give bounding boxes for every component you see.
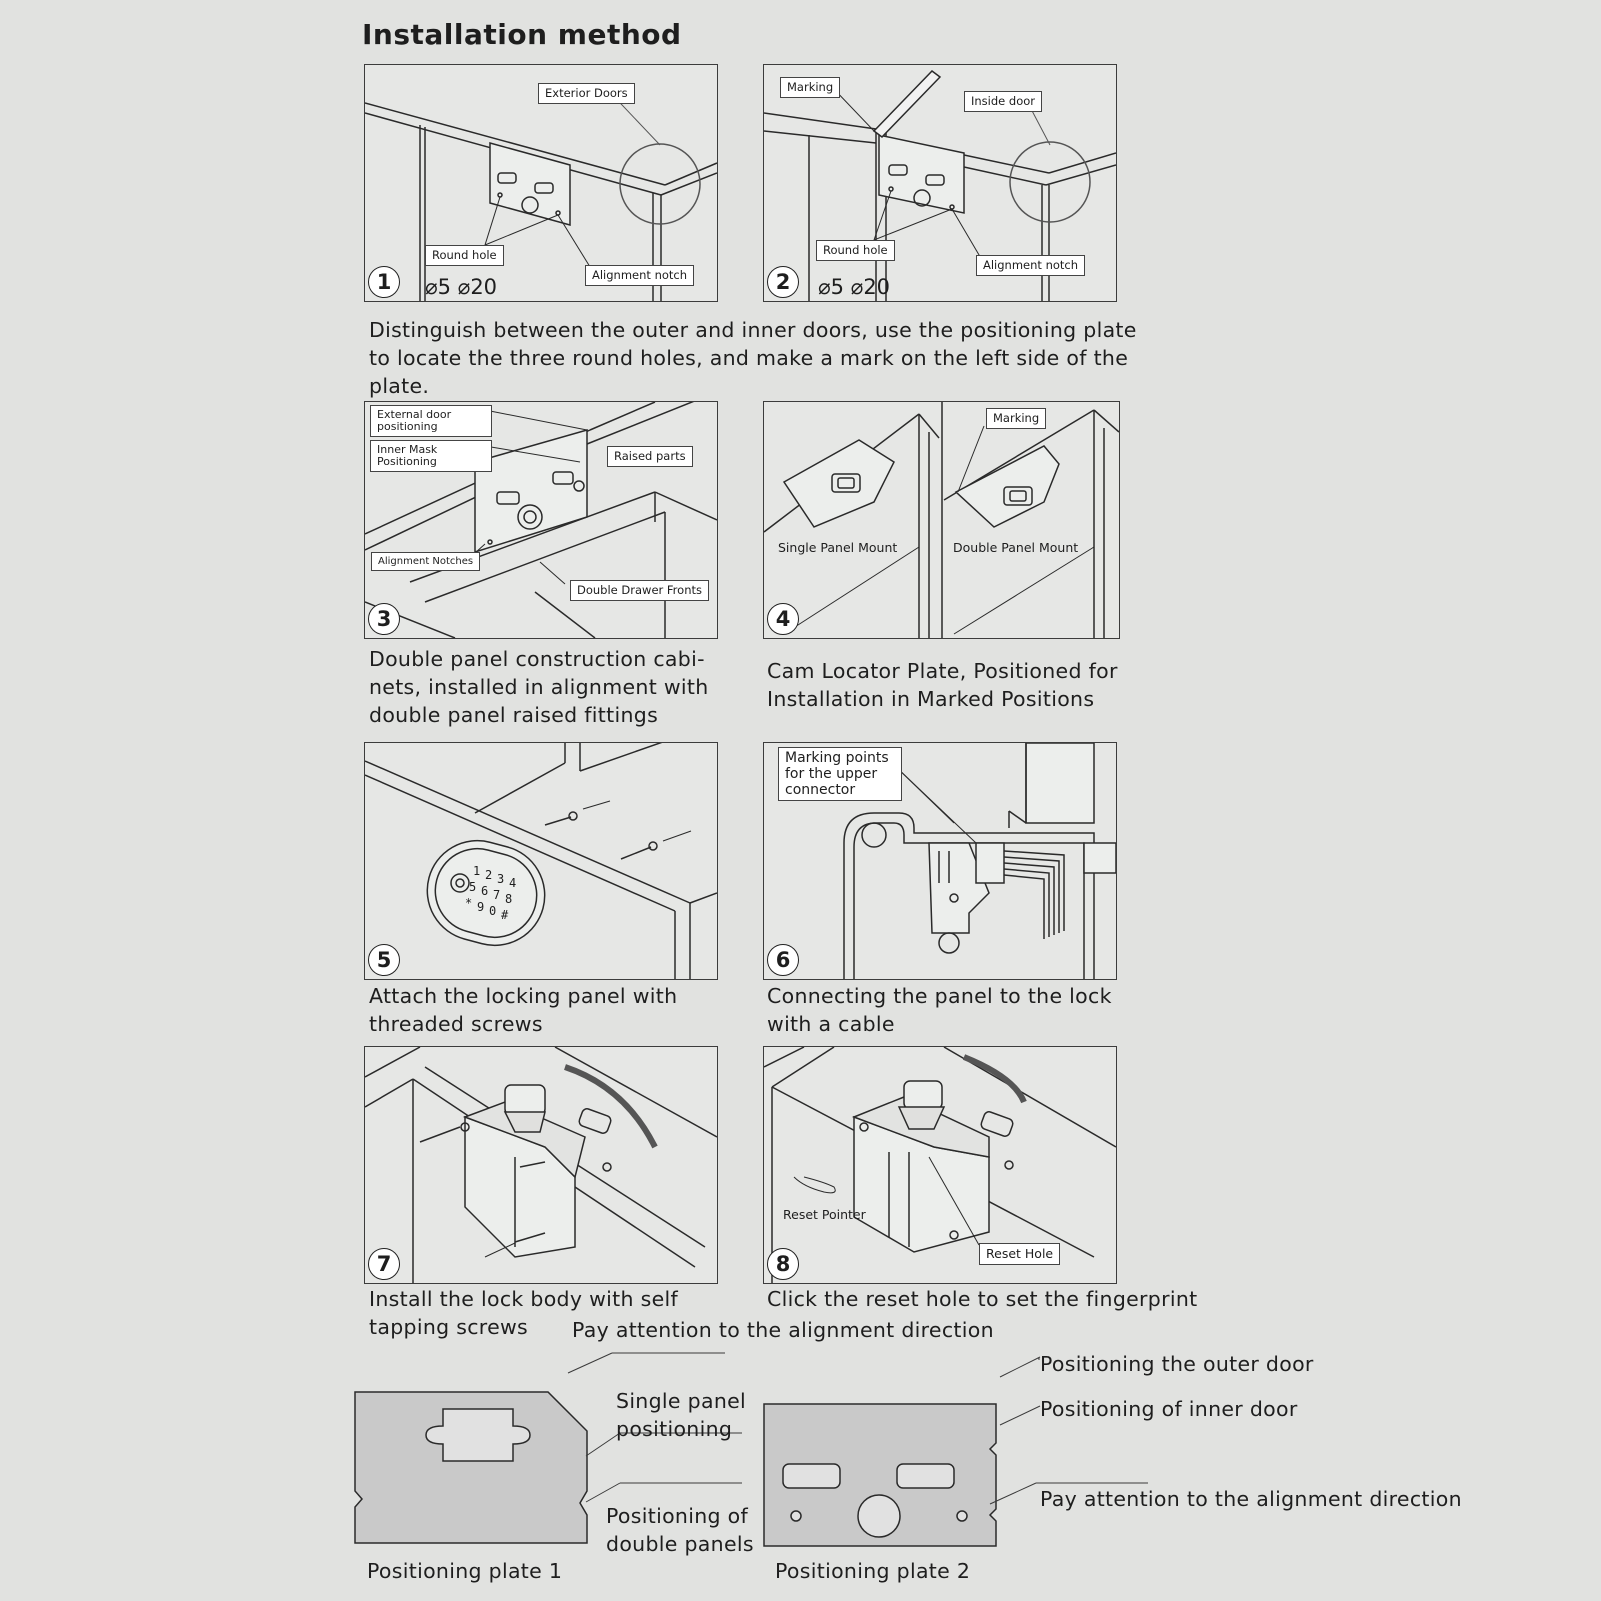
keypad-key: 3: [497, 872, 504, 886]
keypad-key: 9: [477, 900, 484, 914]
step-4-panel: Marking Single Panel Mount Double Panel …: [763, 401, 1120, 639]
step-3-illustration: [365, 402, 717, 638]
step-number: 5: [368, 944, 400, 976]
positioning-plates: [354, 1352, 1148, 1547]
step-number: 4: [767, 603, 799, 635]
inner-mask-positioning-label: Inner Mask Positioning: [370, 440, 492, 473]
keypad-key: 6: [481, 884, 488, 898]
caption-step-4: Cam Locator Plate, Positioned for Instal…: [767, 659, 1118, 711]
hole-dimensions: ⌀5 ⌀20: [818, 275, 891, 299]
step-number: 3: [368, 603, 400, 635]
keypad-digits: 1 2 3 4 5 6 7 8 * 9 0 #: [465, 864, 516, 922]
align-direction-note-top: Pay attention to the alignment direction: [572, 1318, 994, 1342]
keypad-key: 7: [493, 888, 500, 902]
keypad-key: 4: [509, 876, 516, 890]
align-direction-note-right: Pay attention to the alignment direction: [1040, 1487, 1462, 1511]
step-number: 2: [767, 266, 799, 298]
marking-label: Marking: [780, 77, 841, 98]
keypad-key: #: [501, 908, 509, 922]
step-7-panel: 7: [364, 1046, 718, 1284]
keypad-key: 0: [489, 904, 496, 918]
page-title: Installation method: [362, 18, 682, 51]
marking-label: Marking: [986, 408, 1047, 429]
inner-door-note: Positioning of inner door: [1040, 1397, 1298, 1421]
caption-step-3: Double panel construction cabi-nets, ins…: [369, 647, 709, 727]
double-panel-mount-label: Double Panel Mount: [953, 540, 1079, 555]
keypad-key: 5: [469, 880, 476, 894]
step-6-illustration: [843, 743, 1116, 979]
raised-parts-label: Raised parts: [607, 446, 693, 467]
step-5-illustration: 1 2 3 4 5 6 7 8 * 9 0 #: [365, 743, 717, 979]
step-1-illustration: [365, 86, 717, 301]
round-hole-label: Round hole: [425, 245, 504, 266]
exterior-doors-label: Exterior Doors: [538, 83, 635, 104]
step-number: 8: [767, 1248, 799, 1280]
caption-step-8: Click the reset hole to set the fingerpr…: [767, 1287, 1198, 1311]
step-6-panel: Marking points for the upper connector 6: [763, 742, 1117, 980]
step-8-panel: Reset Pointer Reset Hole 8: [763, 1046, 1117, 1284]
caption-step-6: Connecting the panel to the lock with a …: [767, 984, 1112, 1036]
hole-dimensions: ⌀5 ⌀20: [425, 275, 498, 299]
single-panel-mount-label: Single Panel Mount: [778, 540, 898, 555]
caption-step-5: Attach the locking panel with threaded s…: [369, 984, 678, 1036]
step-7-illustration: [365, 1047, 717, 1283]
alignment-notches-label: Alignment Notches: [371, 552, 481, 571]
marking-points-label: Marking points for the upper connector: [778, 747, 902, 801]
step-2-illustration: [764, 70, 1116, 301]
keypad-key: 2: [485, 868, 492, 882]
step-2-panel: Marking Inside door Round hole Alignment…: [763, 64, 1117, 302]
step-1-panel: Exterior Doors Round hole Alignment notc…: [364, 64, 718, 302]
keypad-key: *: [465, 896, 472, 910]
alignment-notch-label: Alignment notch: [976, 255, 1086, 276]
round-hole-label: Round hole: [816, 240, 895, 261]
single-panel-positioning-note: Single panel positioning: [616, 1389, 747, 1441]
step-number: 7: [368, 1248, 400, 1280]
double-drawer-fronts-label: Double Drawer Fronts: [570, 580, 709, 601]
reset-pointer-label: Reset Pointer: [783, 1207, 866, 1222]
outer-door-note: Positioning the outer door: [1040, 1352, 1314, 1376]
step-4-illustration: [764, 402, 1119, 638]
step-number: 1: [368, 266, 400, 298]
positioning-plate-1-caption: Positioning plate 1: [367, 1559, 563, 1583]
external-door-positioning-label: External door positioning: [370, 405, 492, 438]
step-5-panel: 1 2 3 4 5 6 7 8 * 9 0 # 5: [364, 742, 718, 980]
keypad-key: 8: [505, 892, 512, 906]
step-3-panel: External door positioning Inner Mask Pos…: [364, 401, 718, 639]
step-8-illustration: [764, 1047, 1116, 1283]
positioning-plate-2-caption: Positioning plate 2: [775, 1559, 971, 1583]
positioning-plate-2: [763, 1403, 997, 1547]
alignment-notch-label: Alignment notch: [585, 265, 695, 286]
reset-hole-label: Reset Hole: [979, 1243, 1061, 1265]
positioning-plate-1: [354, 1391, 588, 1544]
double-panels-positioning-note: Positioning of double panels: [606, 1504, 754, 1556]
caption-steps-1-2: Distinguish between the outer and inner …: [369, 318, 1137, 398]
plate-1-slot: [425, 1408, 531, 1462]
step-number: 6: [767, 944, 799, 976]
keypad-key: 1: [473, 864, 480, 878]
caption-step-7: Install the lock body with self tapping …: [369, 1287, 679, 1339]
inside-door-label: Inside door: [964, 91, 1042, 112]
